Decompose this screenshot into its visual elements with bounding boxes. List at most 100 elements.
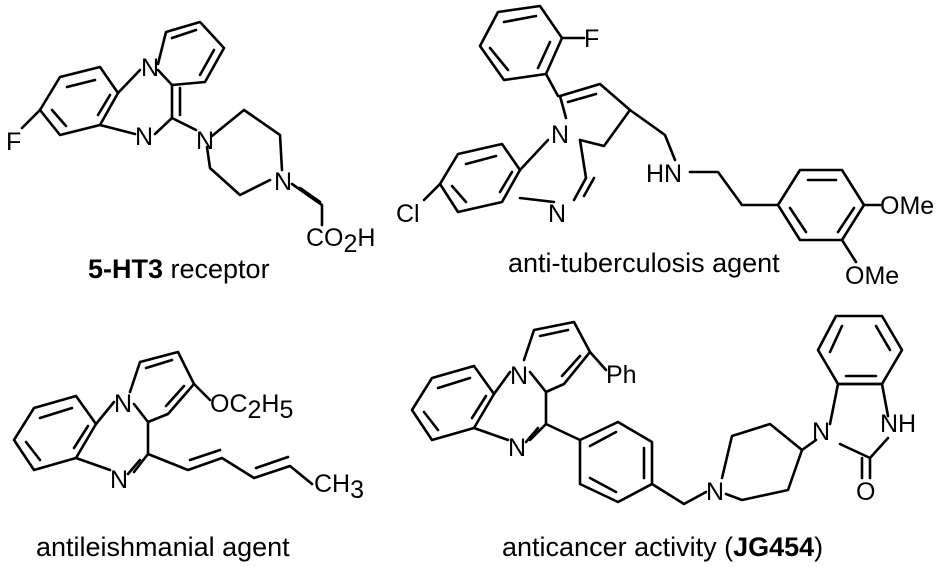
atom-label: OMe [845,262,899,290]
atom-label: Cl [396,200,420,228]
bond [840,238,858,264]
atom-label: N [135,123,153,151]
bond [153,116,174,136]
aromatic-bond [538,328,570,338]
atom-label: N [141,54,159,82]
bond [472,426,510,442]
atom-label: N [274,168,292,196]
atom-label: N [508,434,526,462]
double-bond [254,455,290,470]
bond [94,400,116,426]
aromatic-bond [588,476,618,494]
double-bond [126,458,142,476]
caption-antileishmanial: antileishmanial agent [36,532,290,562]
structure-anti-tb: F Cl N N HN OMe OMe anti-tuberculosis ag… [396,4,934,290]
aromatic-bond [788,206,808,234]
atom-label: NH [880,410,916,438]
bond [518,196,556,204]
double-bond [188,448,222,462]
aromatic-bond [450,184,468,204]
side-chain [628,108,677,162]
imidazolone-ring [838,436,890,460]
double-bond [582,176,596,198]
atom-label: N [812,418,830,446]
bond [544,72,560,98]
aromatic-bond [502,14,538,24]
piperidine-ring [724,448,804,502]
phenylene-ring [578,420,654,504]
aromatic-bond [536,40,552,70]
pyrrole-ring [156,20,226,87]
atom-label: F [584,25,599,53]
aromatic-bond [170,28,198,40]
double-bond [524,426,540,444]
piperazine-ring [210,108,284,172]
aromatic-bond [560,354,582,378]
pyrrole-ring [128,350,196,424]
side-chain [688,170,780,207]
caption-anti-tb: anti-tuberculosis agent [508,248,780,278]
atom-label: CO2H [306,224,375,258]
atom-label: CH3 [314,470,364,504]
aromatic-bond [488,46,510,72]
aromatic-bond [65,78,97,89]
aromatic-bond [836,206,856,234]
aromatic-bond [874,324,892,352]
structure-jg454: N N Ph N N NH O anticancer activity (JG4… [410,314,916,562]
dienyl-chain [146,452,314,486]
bond [800,438,818,452]
aromatic-bond [464,154,498,166]
atom-label: N [706,478,724,506]
aromatic-bond [198,48,216,77]
structure-5ht3: F N N N N CO2H 5-HT3 receptor [6,20,375,284]
atom-label: N [510,362,528,390]
pyrrole-ring [558,82,632,148]
aromatic-bond [566,92,598,104]
bond [116,68,142,95]
pyrazine-ring [132,402,150,474]
aromatic-bond [38,406,74,420]
aromatic-bond [96,93,112,117]
atom-label: HN [646,160,682,188]
atom-label: F [6,128,21,156]
atom-label: N [114,390,132,418]
atom-label: N [110,466,128,494]
bond [156,68,174,87]
acetic-chain [290,182,324,227]
atom-label: N [196,127,214,155]
aromatic-bond [144,358,174,370]
atom-label: N [551,121,569,149]
bond [422,182,442,202]
bond [74,456,112,472]
atom-label: OMe [880,192,934,220]
benzyl-linker [650,482,708,506]
atom-label: OC2H5 [210,390,293,424]
atom-label: Ph [606,361,637,389]
atom-label: O [856,478,875,506]
aromatic-bond [828,324,844,354]
structure-antileishmanial: N N OC2H5 CH3 antileishmanial agent [12,350,364,562]
bond [518,138,550,172]
aromatic-bond [24,440,42,462]
aromatic-bond [498,170,514,194]
pyrrole-ring [522,320,592,394]
aromatic-bond [164,384,186,408]
piperazine-ring [205,145,272,197]
piperidine-ring [720,422,804,480]
double-bond [298,186,322,204]
atom-label: N [548,200,566,228]
bond [588,350,608,372]
aromatic-bond [422,410,440,432]
aromatic-bond [470,394,488,420]
aromatic-bond [50,108,68,128]
bond [492,370,512,396]
bond [170,116,198,132]
benzo-ring [816,314,904,386]
bond [98,123,137,136]
aromatic-bond [436,376,472,390]
bond [192,382,212,402]
bond [544,422,582,442]
aromatic-bond [588,430,618,448]
caption-jg454: anticancer activity (JG454) [502,532,823,562]
